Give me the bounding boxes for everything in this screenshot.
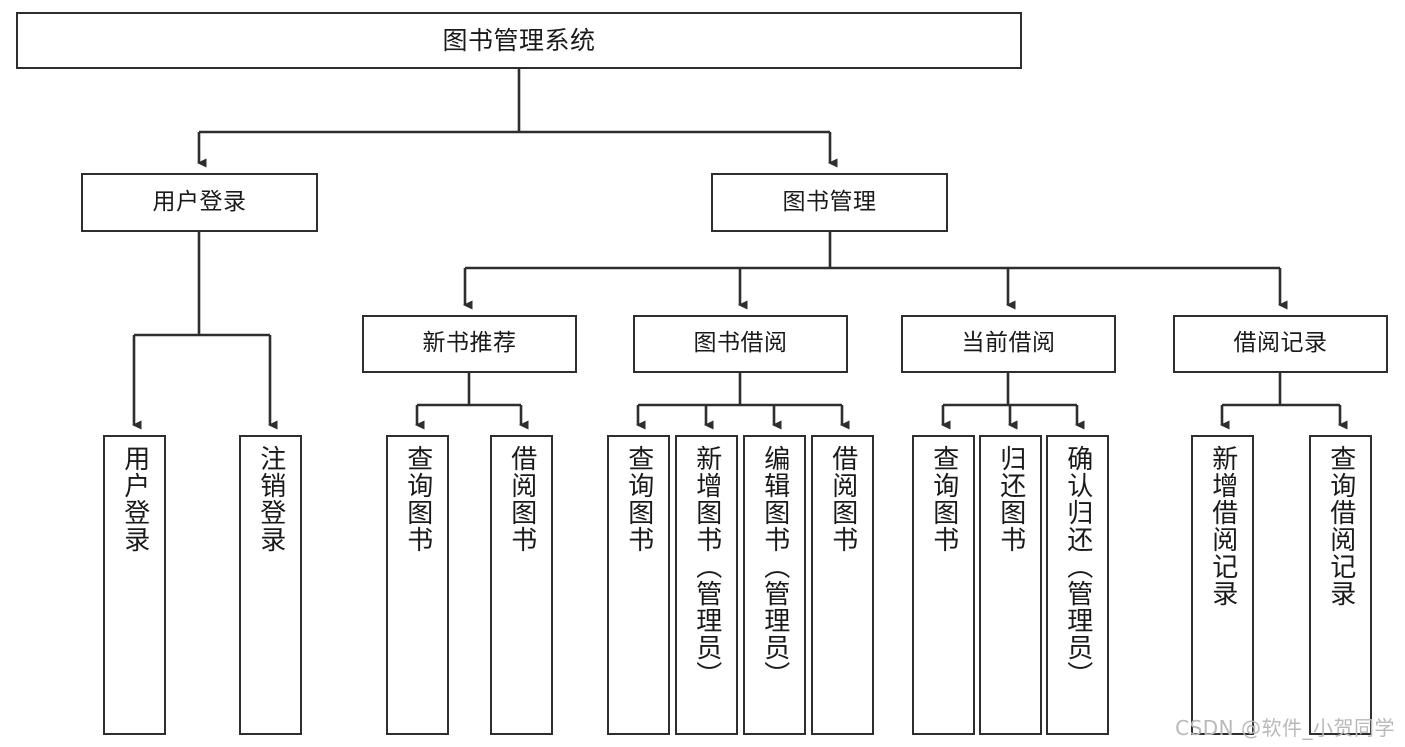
node-label: 图书管理: [782, 188, 877, 215]
node-label: 用户登录: [152, 188, 247, 215]
leaf-borrow-edit-book-admin[interactable]: 编辑图书（管理员）: [743, 435, 806, 735]
watermark-text: CSDN @软件_小贺同学: [1175, 716, 1395, 740]
node-label: 归还图书: [995, 445, 1026, 553]
node-label: 借阅图书: [827, 445, 858, 553]
leaf-recommend-borrow-book[interactable]: 借阅图书: [490, 435, 553, 735]
node-label: 借阅图书: [506, 445, 537, 553]
node-label: 确认归还（管理员）: [1062, 445, 1093, 688]
node-label: 查询图书: [402, 445, 433, 553]
node-label: 新增图书（管理员）: [691, 445, 722, 688]
node-label: 当前借阅: [961, 330, 1056, 357]
node-book-borrow[interactable]: 图书借阅: [633, 315, 848, 373]
node-user-login[interactable]: 用户登录: [81, 173, 318, 232]
leaf-current-return-book[interactable]: 归还图书: [979, 435, 1042, 735]
leaf-borrow-add-book-admin[interactable]: 新增图书（管理员）: [675, 435, 738, 735]
node-new-book-recommend[interactable]: 新书推荐: [362, 315, 577, 373]
node-book-management[interactable]: 图书管理: [711, 173, 948, 232]
leaf-borrow-borrow-book[interactable]: 借阅图书: [811, 435, 874, 735]
leaf-current-confirm-return-admin[interactable]: 确认归还（管理员）: [1046, 435, 1109, 735]
leaf-recommend-query-book[interactable]: 查询图书: [386, 435, 449, 735]
leaf-user-login-logout[interactable]: 注销登录: [239, 435, 302, 735]
node-root-system[interactable]: 图书管理系统: [16, 12, 1022, 69]
node-label: 图书管理系统: [442, 25, 596, 55]
node-label: 编辑图书（管理员）: [759, 445, 790, 688]
node-label: 注销登录: [255, 445, 286, 553]
node-label: 图书借阅: [693, 330, 788, 357]
leaf-user-login-login[interactable]: 用户登录: [103, 435, 166, 735]
node-label: 查询图书: [623, 445, 654, 553]
node-label: 查询图书: [928, 445, 959, 553]
node-current-borrow[interactable]: 当前借阅: [901, 315, 1116, 373]
node-borrow-record[interactable]: 借阅记录: [1173, 315, 1388, 373]
node-label: 借阅记录: [1233, 330, 1328, 357]
leaf-record-add-record[interactable]: 新增借阅记录: [1191, 435, 1254, 735]
leaf-record-query-record[interactable]: 查询借阅记录: [1309, 435, 1372, 735]
leaf-borrow-query-book[interactable]: 查询图书: [607, 435, 670, 735]
node-label: 新书推荐: [422, 330, 517, 357]
node-label: 查询借阅记录: [1325, 445, 1356, 607]
node-label: 用户登录: [119, 445, 150, 553]
node-label: 新增借阅记录: [1207, 445, 1238, 607]
leaf-current-query-book[interactable]: 查询图书: [912, 435, 975, 735]
